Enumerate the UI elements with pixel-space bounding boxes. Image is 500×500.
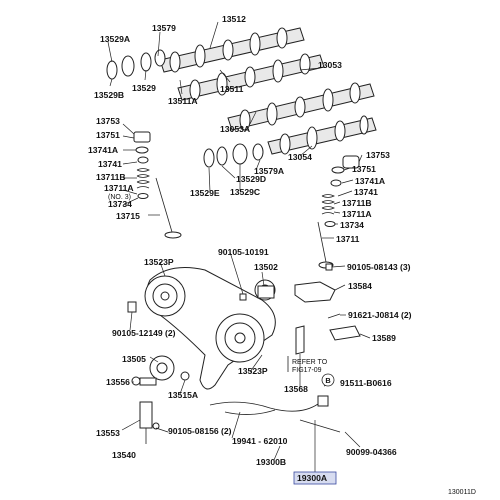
callout-13523p[interactable]: 13523P (144, 257, 174, 267)
callout-13511a[interactable]: 13511A (168, 96, 198, 106)
callout-19300b[interactable]: 19300B (256, 457, 286, 467)
bolt-13556[interactable] (131, 376, 157, 386)
sensor-harness[interactable] (209, 395, 341, 433)
bracket-13584[interactable] (294, 281, 336, 303)
callout-90105-12149[interactable]: 90105-12149 (2) (112, 328, 176, 338)
callout-13568[interactable]: 13568 (284, 384, 308, 394)
camshaft-lower-left[interactable] (227, 82, 375, 131)
washer-13515a[interactable] (180, 371, 190, 381)
callout-13579[interactable]: 13579 (152, 23, 176, 33)
camshaft-lower-right[interactable] (267, 115, 377, 155)
callout-13529d[interactable]: 13529D (236, 174, 266, 184)
callout-13711b-left[interactable]: 13711B (96, 172, 126, 182)
callout-13741-left[interactable]: 13741 (98, 159, 122, 169)
callout-13734-right[interactable]: 13734 (340, 220, 364, 230)
callout-13741-right[interactable]: 13741 (354, 187, 378, 197)
cover-13568[interactable] (295, 325, 305, 355)
callout-13529c[interactable]: 13529C (230, 187, 260, 197)
callout-13753-left[interactable]: 13753 (96, 116, 120, 126)
note-no3: (NO. 3) (108, 194, 131, 201)
camshaft-upper-left[interactable] (159, 27, 305, 73)
callout-13523p-lower[interactable]: 13523P (238, 366, 268, 376)
callout-13529e[interactable]: 13529E (190, 188, 220, 198)
callout-13751-left[interactable]: 13751 (96, 130, 120, 140)
figure-code: 130011D (448, 489, 476, 496)
callout-13753-right[interactable]: 13753 (366, 150, 390, 160)
callout-13529a[interactable]: 13529A (100, 34, 130, 44)
bolt-91621[interactable] (327, 313, 341, 319)
callout-13589[interactable]: 13589 (372, 333, 396, 343)
valve-assembly-left[interactable] (133, 131, 182, 239)
callout-13515a[interactable]: 13515A (168, 390, 198, 400)
bolt-13502[interactable] (257, 285, 275, 299)
callout-13711b-right[interactable]: 13711B (342, 198, 372, 208)
callout-13054[interactable]: 13054 (288, 152, 312, 162)
bolt-90105-08143[interactable] (325, 263, 333, 271)
highlight-19300a (293, 471, 337, 485)
oil-seal-ring-set-left[interactable] (106, 49, 166, 80)
callout-19941[interactable]: 19941 - 62010 (232, 436, 288, 446)
tensioner-assembly[interactable] (139, 401, 160, 444)
callout-13741a-left[interactable]: 13741A (88, 145, 118, 155)
callout-91621[interactable]: 91621-J0814 (2) (348, 310, 412, 320)
callout-13711a-right[interactable]: 13711A (342, 209, 372, 219)
callout-13711a-left[interactable]: 13711A (104, 183, 134, 193)
bolt-90105-12149[interactable] (127, 301, 137, 313)
camshaft-timing-pulley[interactable] (144, 275, 186, 317)
camshaft-upper-right[interactable] (177, 53, 325, 101)
tensioner-pulley[interactable] (149, 355, 175, 381)
callout-13751-right[interactable]: 13751 (352, 164, 376, 174)
callout-13505[interactable]: 13505 (122, 354, 146, 364)
callout-90105-08156[interactable]: 90105-08156 (2) (168, 426, 232, 436)
crankshaft-timing-pulley[interactable] (215, 313, 265, 363)
callout-13511[interactable]: 13511 (220, 84, 244, 94)
callout-13711[interactable]: 13711 (336, 234, 360, 244)
callout-13553[interactable]: 13553 (96, 428, 120, 438)
callout-13584[interactable]: 13584 (348, 281, 372, 291)
ring-set-center[interactable] (203, 143, 264, 168)
leader-lines (107, 21, 371, 478)
bolt-90105-10191[interactable] (239, 293, 247, 301)
callout-13529[interactable]: 13529 (132, 83, 156, 93)
callout-13715[interactable]: 13715 (116, 211, 140, 221)
callout-13053a[interactable]: 13053A (220, 124, 250, 134)
callout-13579a[interactable]: 13579A (254, 166, 284, 176)
b-marker: B (321, 373, 335, 387)
callout-13556[interactable]: 13556 (106, 377, 130, 387)
callout-13502[interactable]: 13502 (254, 262, 278, 272)
note-fig[interactable]: FIG17-09 (292, 367, 322, 374)
callout-13540[interactable]: 13540 (112, 450, 136, 460)
callout-13512[interactable]: 13512 (222, 14, 246, 24)
callout-90105-10191[interactable]: 90105-10191 (218, 247, 269, 257)
plate-13589[interactable] (329, 325, 361, 341)
callout-19300a[interactable]: 19300A (297, 473, 327, 483)
callout-13053[interactable]: 13053 (318, 60, 342, 70)
callout-13529b[interactable]: 13529B (94, 90, 124, 100)
callout-91511[interactable]: 91511-B0616 (340, 378, 392, 388)
callout-90099-04366[interactable]: 90099-04366 (346, 447, 397, 457)
note-refer-to: REFER TO (292, 359, 328, 366)
callout-13741a-right[interactable]: 13741A (355, 176, 385, 186)
callout-90105-08143[interactable]: 90105-08143 (3) (347, 262, 411, 272)
b-marker-label: B (325, 376, 330, 385)
callout-13734-left[interactable]: 13734 (108, 199, 132, 209)
